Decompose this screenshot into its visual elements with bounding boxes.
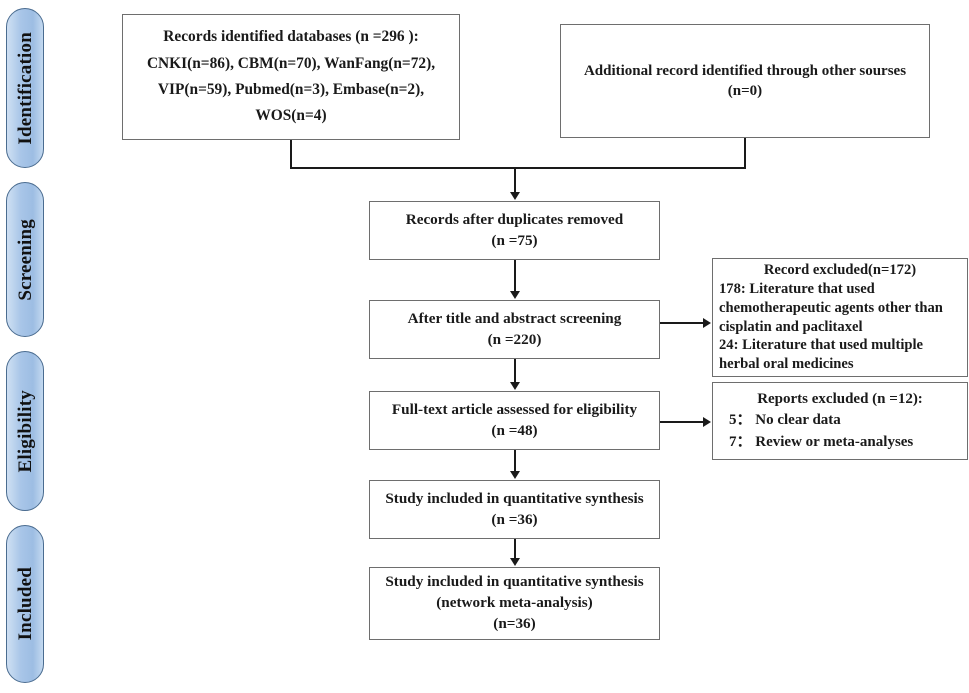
connector-additional-down [744, 138, 746, 168]
connector-merge-bar [290, 167, 746, 169]
arrowhead-into-duplicates [510, 192, 520, 200]
box-records-identified: Records identified databases (n =296 ): … [122, 14, 460, 140]
box-fulltext-eligibility: Full-text article assessed for eligibili… [369, 391, 660, 450]
box-line: Full-text article assessed for eligibili… [391, 400, 638, 418]
box-heading: Reports excluded (n =12): [757, 391, 923, 408]
box-duplicates-removed: Records after duplicates removed (n =75) [369, 201, 660, 260]
box-line: (n =220) [487, 330, 542, 348]
box-line: (n =48) [491, 421, 538, 439]
box-line: Study included in quantitative synthesis [385, 489, 644, 507]
stage-label-identification: Identification [14, 31, 36, 145]
connector-fulltext-to-quant [514, 450, 516, 472]
stage-pill-eligibility: Eligibility [6, 351, 44, 511]
box-line: VIP(n=59), Pubmed(n=3), Embase(n=2), [157, 81, 425, 98]
box-reports-excluded-fulltext: Reports excluded (n =12): 5： No clear da… [712, 382, 968, 460]
box-line: (n=36) [493, 614, 536, 632]
connector-fulltext-to-excluded [660, 421, 704, 423]
box-line: Records identified databases (n =296 ): [163, 28, 419, 46]
box-line: After title and abstract screening [407, 309, 622, 327]
stage-pill-identification: Identification [6, 8, 44, 168]
box-line: (n=0) [727, 83, 763, 99]
box-line: (network meta-analysis) [436, 594, 593, 612]
box-line: WOS(n=4) [255, 107, 327, 125]
box-quantitative-synthesis: Study included in quantitative synthesis… [369, 480, 660, 539]
connector-merge-down [514, 167, 516, 193]
box-line: Records after duplicates removed [405, 210, 624, 228]
box-line: (n =75) [491, 231, 538, 249]
box-network-meta-analysis: Study included in quantitative synthesis… [369, 567, 660, 640]
arrowhead-into-fulltext [510, 382, 520, 390]
box-line: 7： Review or meta-analyses [729, 433, 914, 450]
connector-duplicates-to-screening [514, 260, 516, 292]
stage-label-eligibility: Eligibility [14, 389, 36, 473]
stage-pill-screening: Screening [6, 182, 44, 337]
connector-identified-down [290, 140, 292, 168]
box-line: Study included in quantitative synthesis [385, 573, 644, 591]
box-records-excluded-screening: Record excluded(n=172) 178: Literature t… [712, 258, 968, 377]
stage-label-included: Included [14, 567, 36, 641]
arrowhead-into-screening [510, 291, 520, 299]
box-line: (n =36) [491, 510, 538, 528]
box-line: 24: Literature that used multiple herbal… [719, 337, 924, 373]
connector-quant-to-network [514, 539, 516, 559]
box-title-abstract-screening: After title and abstract screening (n =2… [369, 300, 660, 359]
connector-screening-to-excluded [660, 322, 704, 324]
arrowhead-into-network [510, 558, 520, 566]
connector-screening-to-fulltext [514, 359, 516, 383]
box-line: 178: Literature that used chemotherapeut… [719, 280, 943, 335]
arrowhead-into-quant [510, 471, 520, 479]
box-additional-records: Additional record identified through oth… [560, 24, 930, 138]
stage-pill-included: Included [6, 525, 44, 683]
box-line: CNKI(n=86), CBM(n=70), WanFang(n=72), [146, 54, 436, 72]
box-line: 5： No clear data [729, 412, 841, 429]
arrowhead-into-excluded-screening [703, 318, 711, 328]
box-line: Additional record identified through oth… [583, 62, 907, 79]
box-heading: Record excluded(n=172) [763, 261, 917, 278]
stage-label-screening: Screening [14, 218, 36, 301]
arrowhead-into-excluded-fulltext [703, 417, 711, 427]
